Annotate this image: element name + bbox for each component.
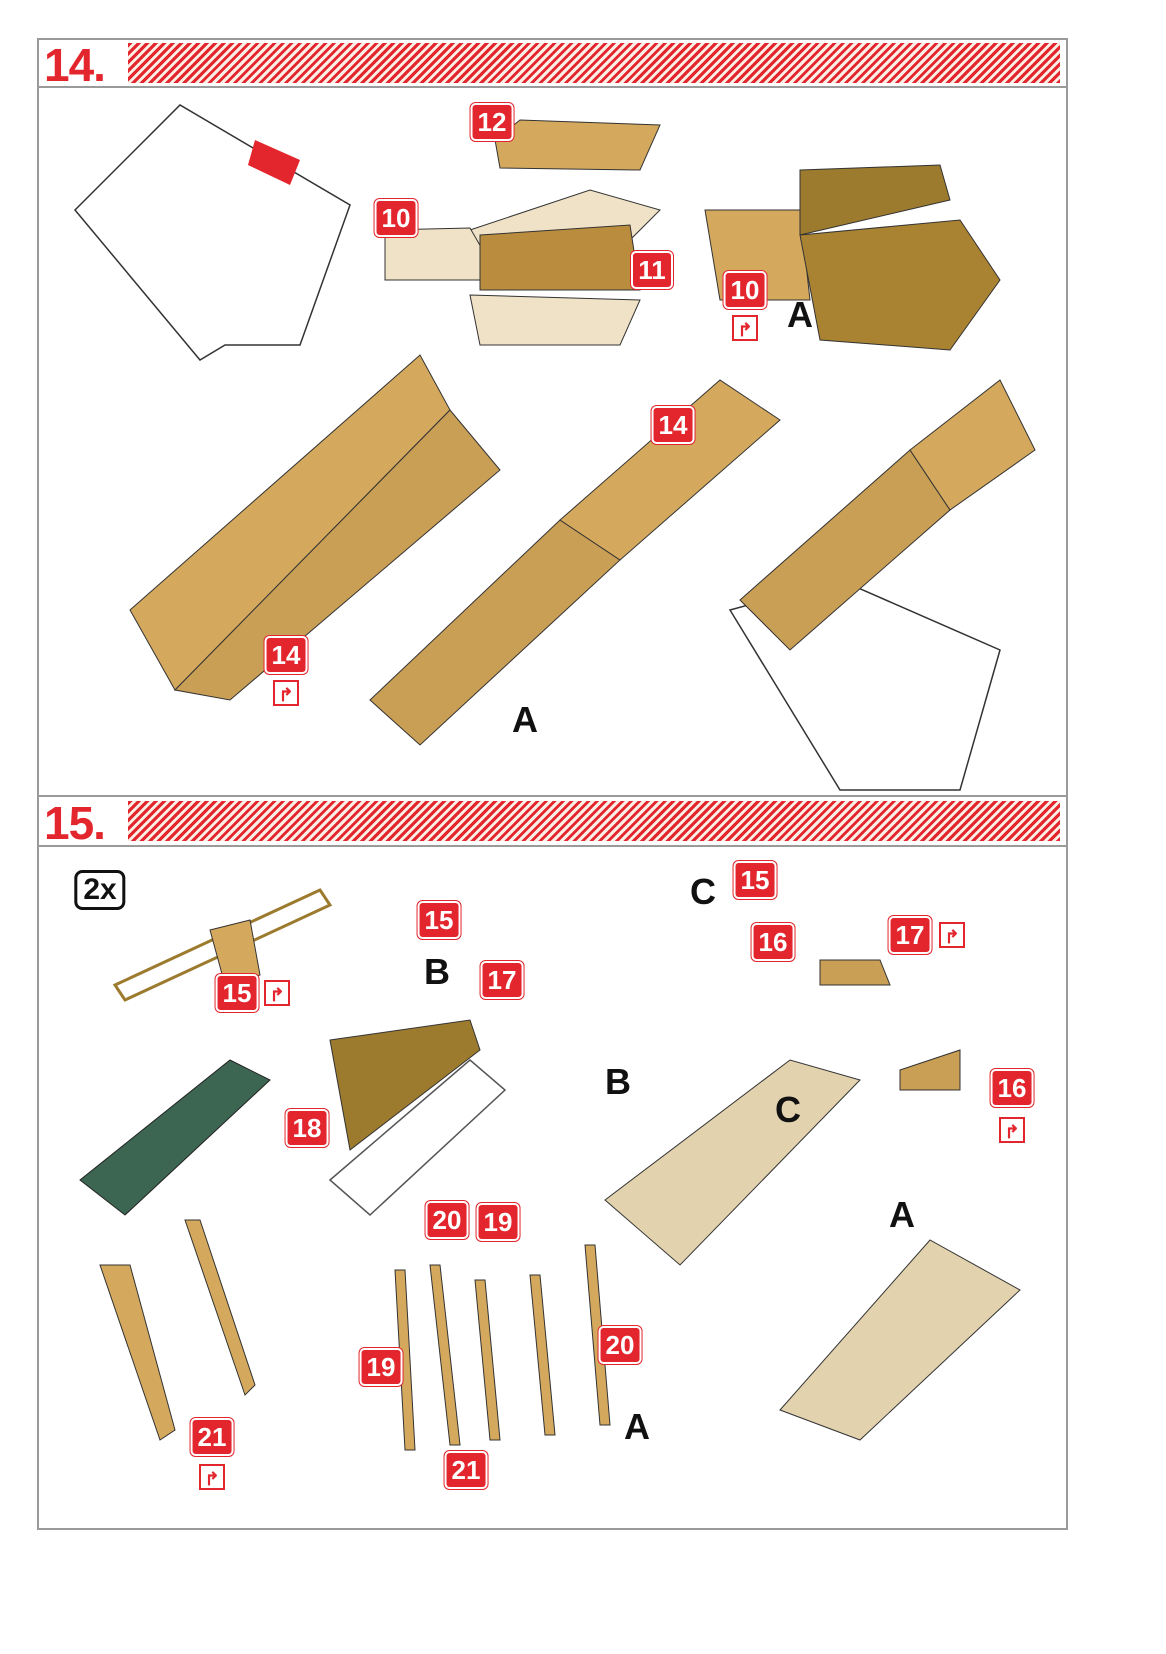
step-14-title: 14. (44, 39, 106, 91)
part-number-badge: 16 (751, 923, 795, 961)
part-number-badge: 17 (888, 916, 932, 954)
part-number-badge: 19 (359, 1348, 403, 1386)
subassembly-label: A (624, 1406, 650, 1447)
subassembly-label: B (605, 1061, 631, 1102)
part-number-badge: 15 (215, 974, 259, 1012)
step-15-header-bar (128, 801, 1060, 841)
part-number-badge: 20 (598, 1326, 642, 1364)
divider (37, 86, 1068, 88)
part-number-badge: 19 (476, 1203, 520, 1241)
part-number-badge: 21 (444, 1451, 488, 1489)
part-number-badge: 10 (723, 271, 767, 309)
subassembly-label: A (889, 1194, 915, 1235)
brass-parts (99, 888, 1021, 1451)
page-frame (37, 38, 1068, 1530)
part-number-badge: 21 (190, 1418, 234, 1456)
part-number-badge: 11 (631, 251, 673, 289)
quantity-label: 2x (74, 870, 126, 910)
part-number-badge: 15 (733, 861, 777, 899)
subassembly-label: C (690, 871, 716, 912)
fold-arrow-icon: ↱ (999, 1117, 1025, 1143)
fold-arrow-icon: ↱ (199, 1464, 225, 1490)
divider (37, 795, 1068, 797)
part-number-badge: 16 (990, 1069, 1034, 1107)
part-number-badge: 14 (264, 636, 308, 674)
divider (37, 845, 1068, 847)
subassembly-label: A (512, 699, 538, 740)
part-number-badge: 20 (425, 1201, 469, 1239)
fold-arrow-icon: ↱ (264, 980, 290, 1006)
brass-panels (129, 119, 1036, 746)
subassembly-label: A (787, 294, 813, 335)
part-number-badge: 15 (417, 901, 461, 939)
part-number-badge: 14 (651, 406, 695, 444)
fold-arrow-icon: ↱ (273, 680, 299, 706)
part-number-badge: 12 (470, 103, 514, 141)
part-number-badge: 18 (285, 1109, 329, 1147)
fold-arrow-icon: ↱ (939, 922, 965, 948)
green-deck (79, 1059, 271, 1216)
red-part (248, 140, 300, 185)
step-15-title: 15. (44, 797, 106, 849)
subassembly-label: C (775, 1089, 801, 1130)
trays (328, 1059, 507, 1217)
fold-arrow-icon: ↱ (732, 315, 758, 341)
part-number-badge: 10 (374, 199, 418, 237)
part-number-badge: 17 (480, 961, 524, 999)
step-14-header-bar (128, 43, 1060, 83)
subassembly-label: B (424, 951, 450, 992)
